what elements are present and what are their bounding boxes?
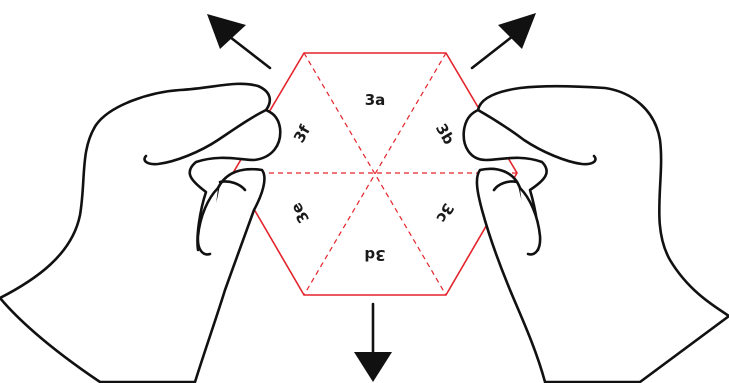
arrow-down-icon xyxy=(354,302,392,382)
section-label-3a: 3a xyxy=(365,91,386,109)
hexagon xyxy=(232,52,518,296)
section-label-3d: 3d xyxy=(364,246,385,264)
left-hand-illustration xyxy=(0,82,282,383)
fold-line xyxy=(303,52,447,296)
right-hand-illustration xyxy=(462,84,729,383)
arrow-up-right-icon xyxy=(470,13,536,70)
arrow-up-left-icon xyxy=(207,14,272,70)
fold-line xyxy=(303,52,447,296)
fold-lines xyxy=(233,52,517,296)
